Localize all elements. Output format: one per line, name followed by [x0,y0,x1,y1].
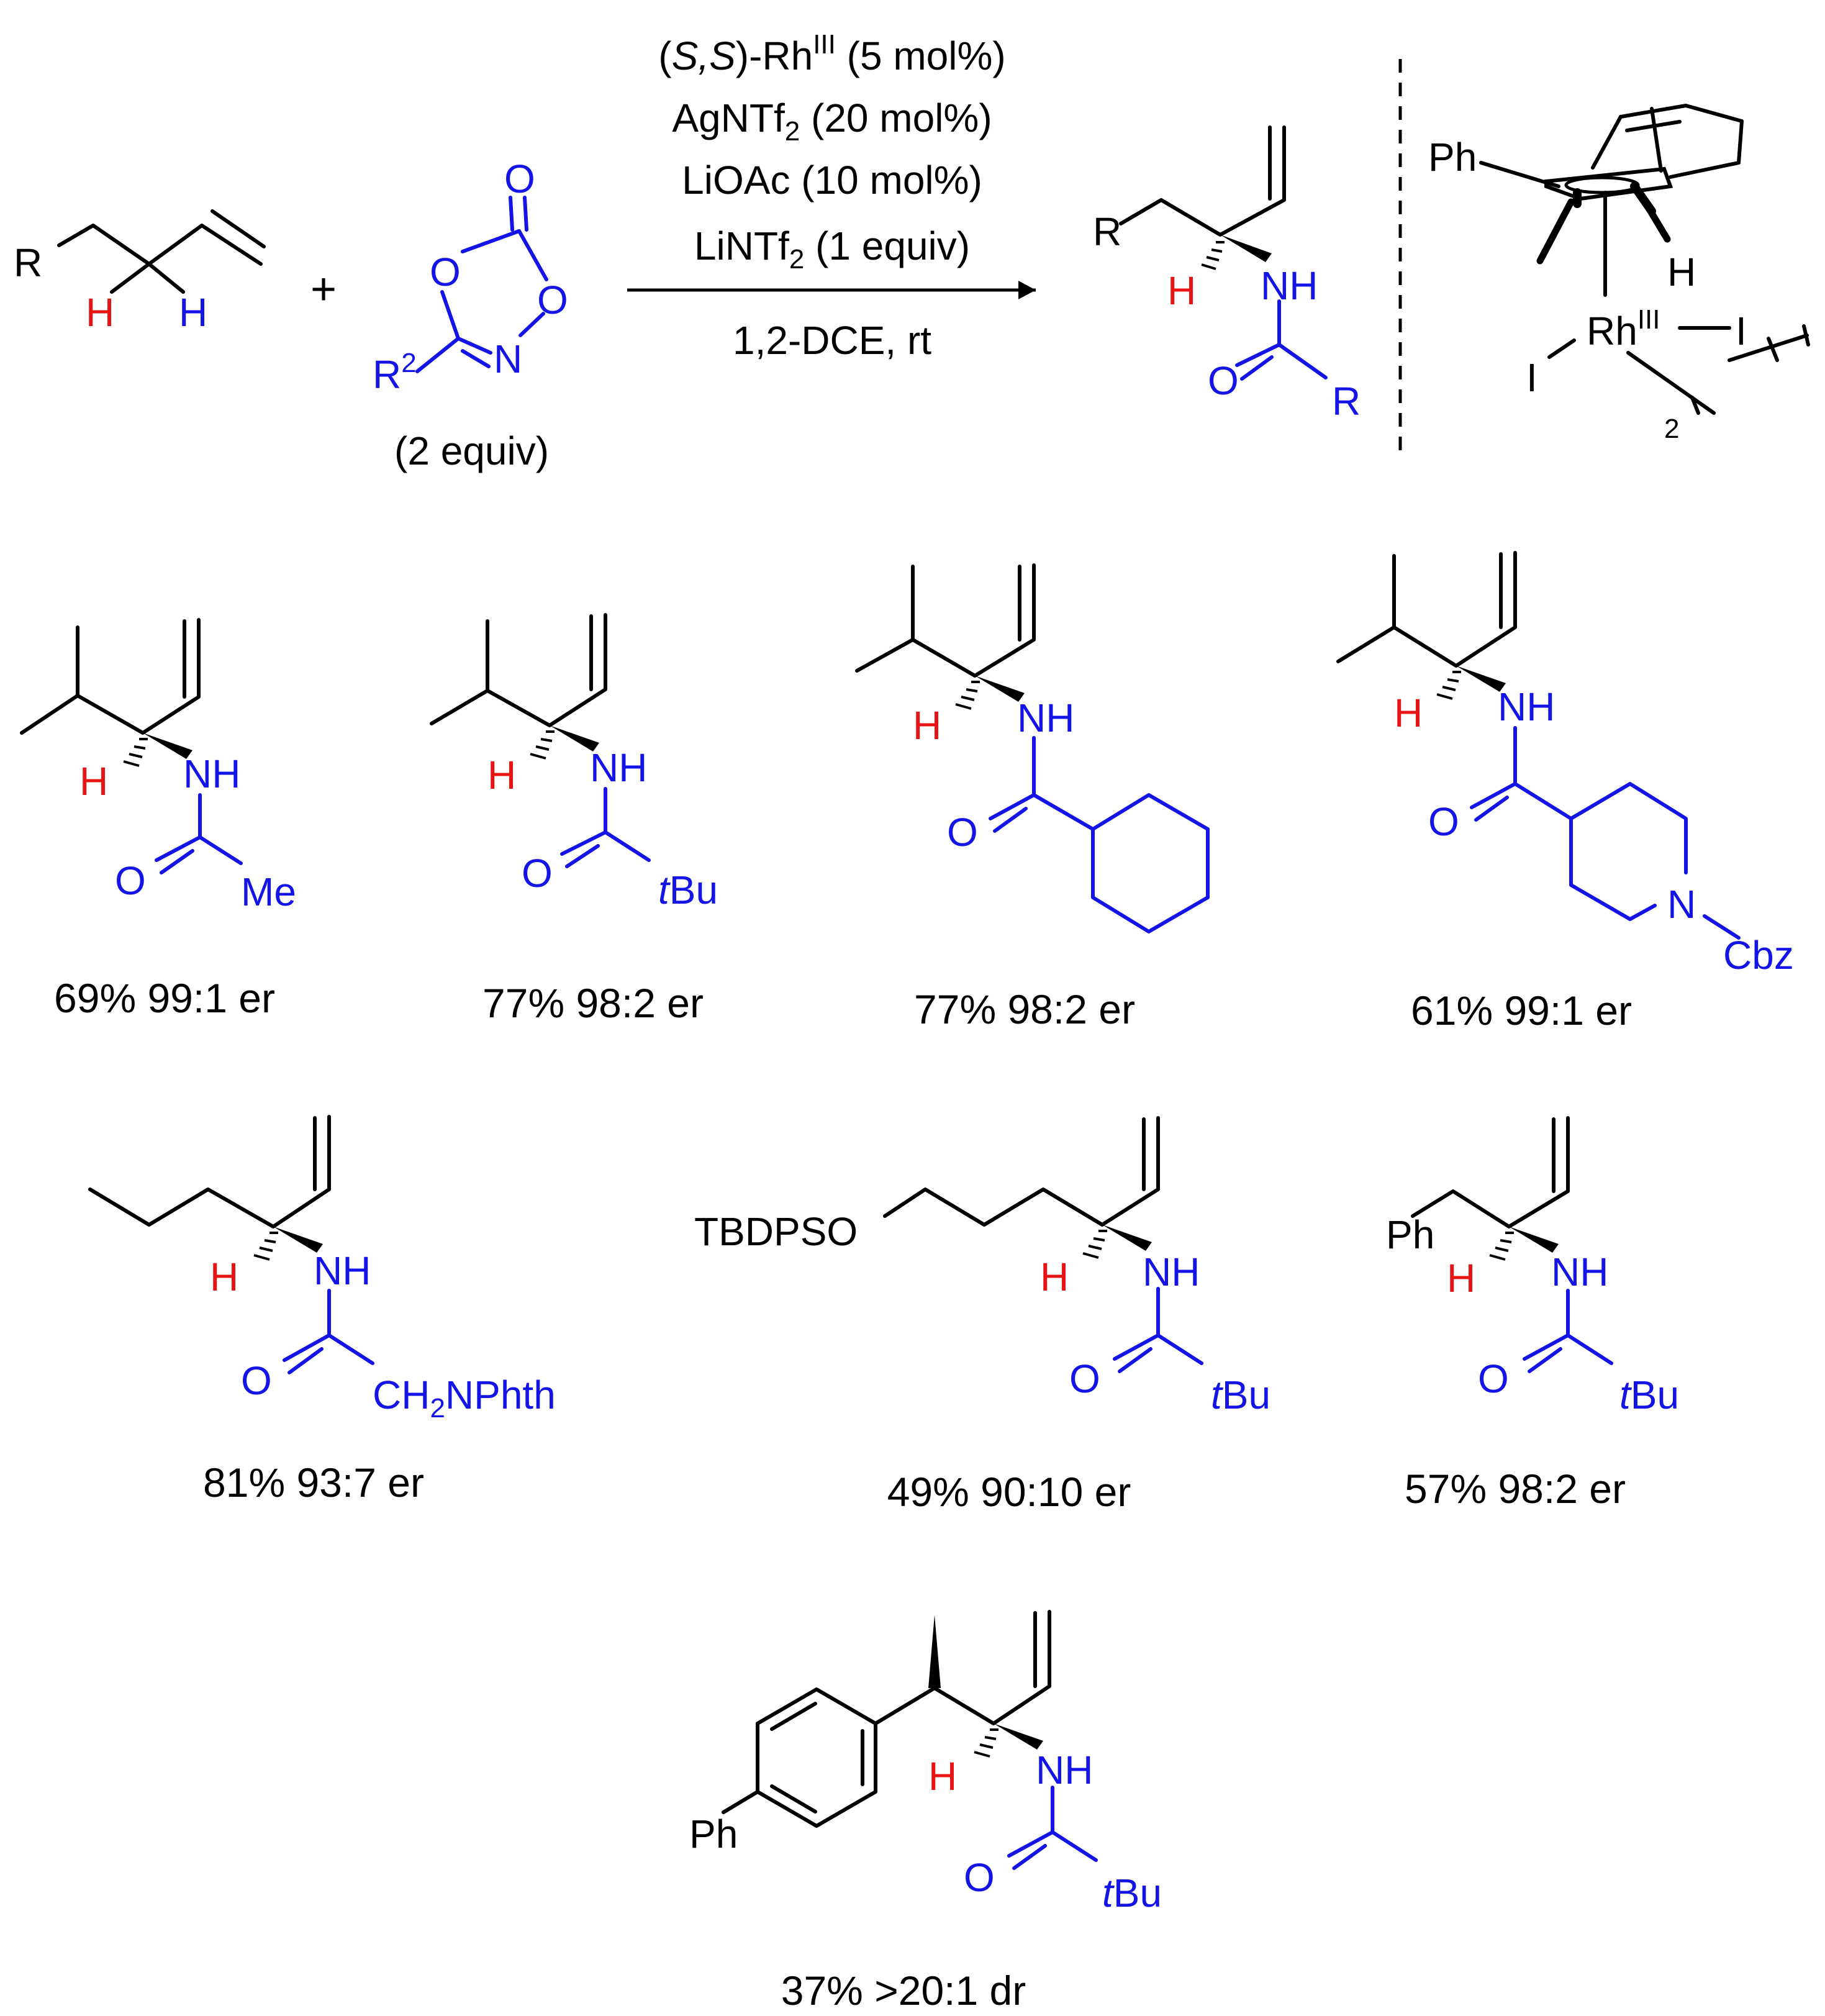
example-5-yield: 81% 93:7 er [203,1460,424,1505]
dioxazolone-equiv: (2 equiv) [394,429,549,473]
example-4-nh-label: NH [1498,684,1555,729]
condition-solvent: 1,2-DCE, rt [733,318,931,363]
product-h-label: H [1167,268,1196,313]
catalyst-i-left-label: I [1526,355,1537,400]
reactant-h-red-label: H [86,290,114,335]
catalyst-h-label: H [1667,250,1696,294]
example-4-yield: 61% 99:1 er [1411,988,1632,1033]
product-nh-label: NH [1261,263,1318,308]
example-7-acyl-label: tBu [1619,1373,1679,1417]
catalyst-rh-label: RhIII [1587,304,1660,353]
example-8-ph-label: Ph [689,1812,738,1856]
dioxazolone-n: N [494,337,522,381]
example-6-acyl-label: tBu [1211,1373,1270,1417]
product-r-acyl-label: R [1332,379,1361,424]
example-8-biphenyl-amide: Ph H NH O tBu 37% >20:1 dr [689,1610,1162,2014]
example-3-cyclohexanecarboxamide: H NH O 77% 98:2 er [855,563,1210,1032]
dioxazolone-o-left: O [430,250,461,294]
condition-catalyst: (S,S)-RhIII (5 mol%) [658,29,1005,78]
example-5-h-label: H [210,1255,238,1299]
example-6-yield: 49% 90:10 er [887,1469,1131,1515]
example-8-h-label: H [928,1754,957,1799]
example-8-nh-label: NH [1036,1748,1093,1792]
example-5-o-label: O [241,1358,272,1403]
example-2-pivalamide: H NH O tBu 77% 98:2 er [430,613,718,1026]
reactant-alkene: R H H [14,209,266,335]
product-o-label: O [1208,358,1239,403]
dioxazolone-carbonyl-o: O [504,157,535,201]
example-1-nh-label: NH [183,751,240,796]
example-1-yield: 69% 99:1 er [54,975,275,1021]
example-4-o-label: O [1428,799,1459,844]
example-2-h-label: H [487,753,516,797]
example-2-o-label: O [522,851,553,896]
example-6-o-label: O [1069,1356,1100,1401]
condition-lintf2: LiNTf2 (1 equiv) [694,224,970,275]
example-4-h-label: H [1394,691,1423,735]
condition-silver: AgNTf2 (20 mol%) [672,96,992,147]
rh-catalyst-structure: Ph H RhIII I I 2 [1428,104,1810,444]
example-2-yield: 77% 98:2 er [482,980,704,1026]
example-7-h-label: H [1447,1256,1475,1301]
example-4-piperidinecarboxamide: H NH O N Cbz 61% 99:1 er [1336,551,1794,1033]
plus-sign: + [310,265,337,314]
dioxazolone-r2: R2 [373,348,417,397]
example-7-o-label: O [1478,1356,1509,1401]
arrow-head [1018,281,1036,299]
catalyst-dimer-subscript: 2 [1664,414,1679,444]
example-1-h-label: H [79,759,108,804]
product-r-label: R [1093,209,1121,254]
example-6-h-label: H [1040,1255,1069,1299]
example-6-tbdpso-label: TBDPSO [694,1209,858,1254]
example-3-h-label: H [913,703,941,748]
example-5-nh-label: NH [314,1248,371,1293]
example-3-yield: 77% 98:2 er [914,986,1135,1032]
example-3-o-label: O [947,810,978,855]
example-6-silyloxy-amide: TBDPSO H NH O tBu 49% 90:10 er [694,1116,1270,1515]
dioxazolone: O O O N R2 (2 equiv) [373,157,568,473]
example-3-nh-label: NH [1017,696,1074,740]
reaction-conditions: (S,S)-RhIII (5 mol%) AgNTf2 (20 mol%) Li… [627,29,1036,363]
example-4-n-label: N [1667,882,1696,927]
general-product: R H NH O R [1093,125,1361,424]
reactant-r-label: R [14,240,42,285]
example-4-cbz-label: Cbz [1723,933,1794,978]
example-8-o-label: O [964,1855,995,1900]
example-1-o-label: O [115,858,146,903]
example-7-yield: 57% 98:2 er [1405,1466,1626,1512]
example-7-nh-label: NH [1551,1250,1608,1294]
reactant-h-blue-label: H [179,290,207,335]
catalyst-i-right-label: I [1736,309,1747,353]
example-2-acyl-label: tBu [658,868,718,912]
condition-lioac: LiOAc (10 mol%) [682,158,982,202]
example-1-acyl-label: Me [241,870,296,914]
example-8-yield: 37% >20:1 dr [781,1968,1026,2014]
example-5-acyl-label: CH2NPhth [373,1373,556,1423]
dioxazolone-o-right: O [537,278,568,322]
example-8-acyl-label: tBu [1102,1871,1162,1915]
example-5-phthalimidoacetamide: H NH O CH2NPhth 81% 93:7 er [88,1115,556,1505]
example-6-nh-label: NH [1143,1250,1200,1294]
catalyst-ph-label: Ph [1428,135,1477,179]
example-1-acetamide: H NH O Me 69% 99:1 er [20,618,296,1021]
example-2-nh-label: NH [590,745,647,790]
example-7-ph-label: Ph [1386,1212,1434,1257]
example-7-benzyl-amide: Ph H NH O tBu 57% 98:2 er [1386,1116,1679,1512]
